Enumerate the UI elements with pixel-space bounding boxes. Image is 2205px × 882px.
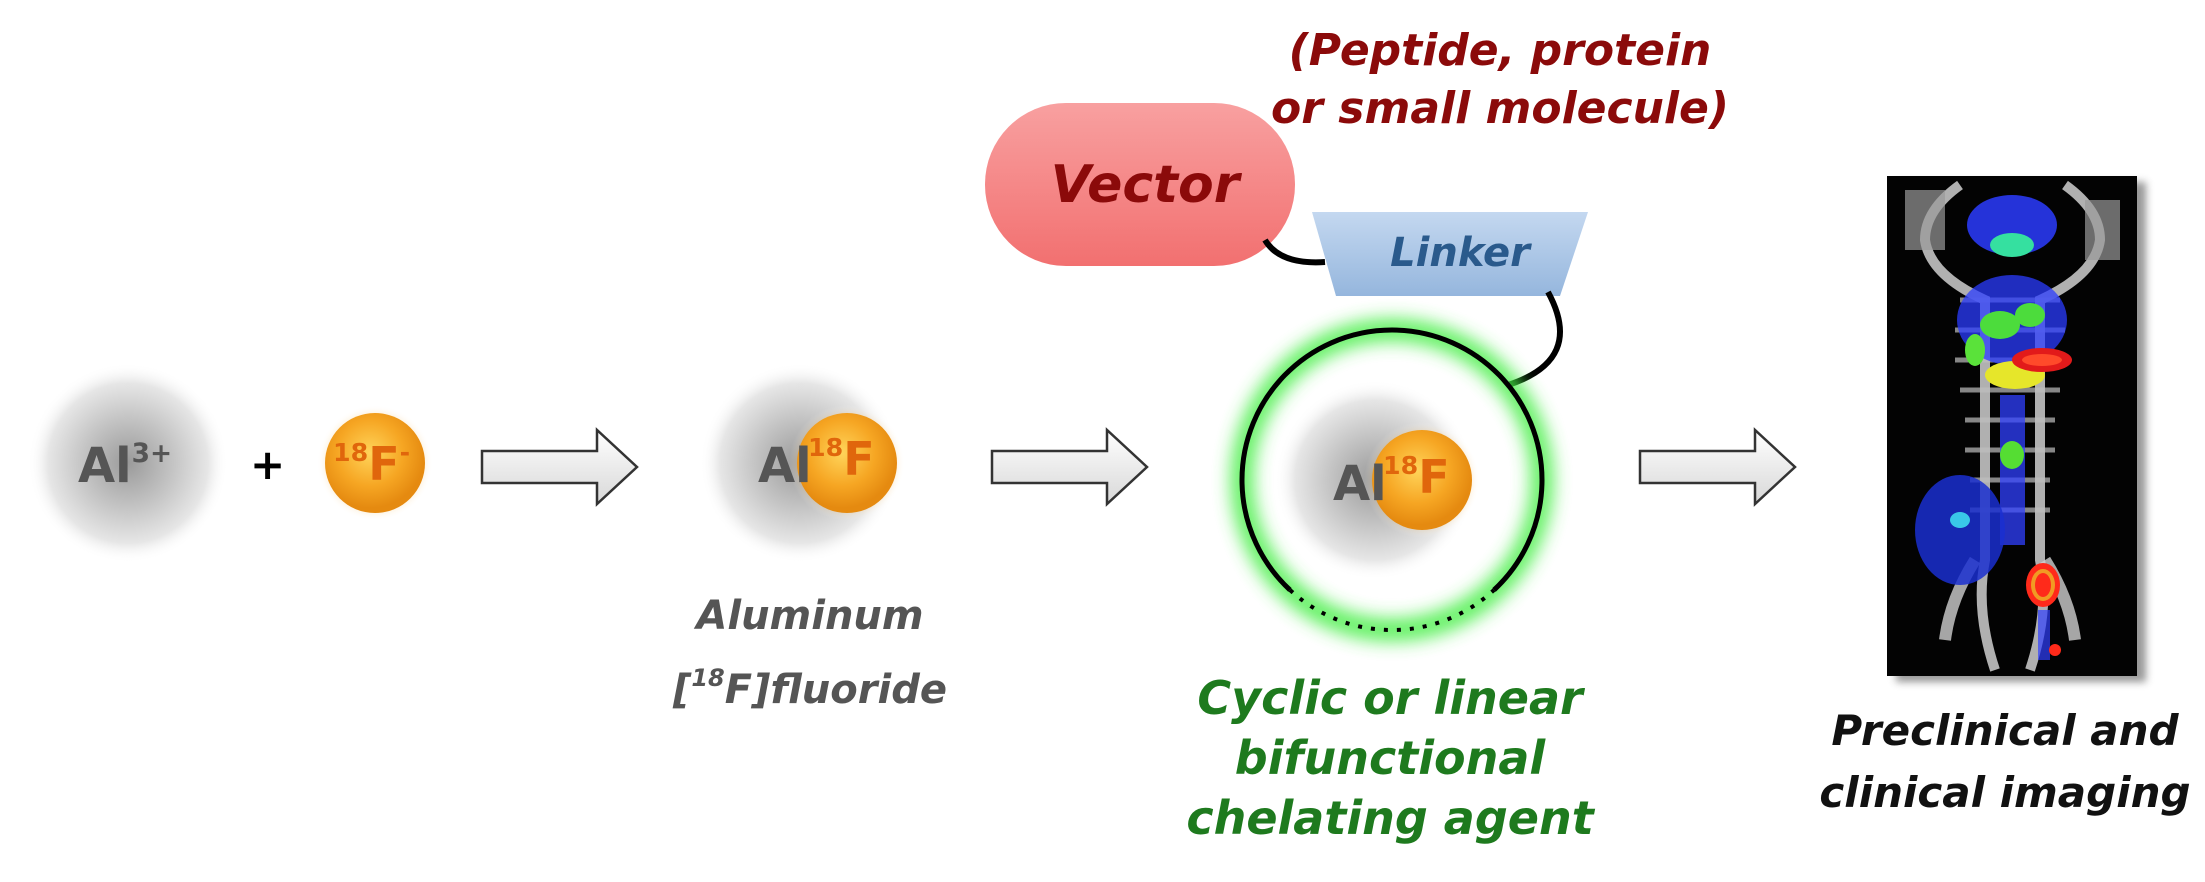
reaction-arrow-1 <box>480 427 639 507</box>
aluminum-ion-ball <box>28 363 228 563</box>
vector-types-note: (Peptide, protein or small molecule) <box>1271 25 1729 134</box>
chelated-f-label: 18F <box>1383 450 1450 504</box>
reaction-arrow-2 <box>990 427 1149 507</box>
linker-chelator-bond <box>1507 290 1563 388</box>
complex-fluoride-ball <box>797 413 897 513</box>
vector-pill <box>985 103 1295 266</box>
aluminum-fluoride-caption: Aluminum [18F]fluoride <box>673 593 947 713</box>
plus-sign: + <box>250 440 286 489</box>
reaction-arrow-3 <box>1638 427 1797 507</box>
vector-linker-bond <box>1262 238 1326 266</box>
vector-label: Vector <box>1050 155 1240 215</box>
fluoride-ion-ball <box>325 413 425 513</box>
fluoride-ion-label: 18F- <box>333 437 411 491</box>
chelated-fluoride-ball <box>1372 430 1472 530</box>
imaging-caption: Preclinical and clinical imaging <box>1819 706 2191 817</box>
complex-al-label: Al <box>758 438 812 494</box>
pet-ct-image <box>1887 176 2146 682</box>
linker-label: Linker <box>1390 230 1530 276</box>
complex-f-label: 18F <box>808 432 875 486</box>
chelated-al-label: Al <box>1333 456 1387 512</box>
chelator-ring <box>1231 319 1553 641</box>
linker-block <box>1312 212 1588 296</box>
chelator-caption: Cyclic or linear bifunctional chelating … <box>1186 671 1594 845</box>
aluminum-ion-label: Al3+ <box>78 438 173 494</box>
